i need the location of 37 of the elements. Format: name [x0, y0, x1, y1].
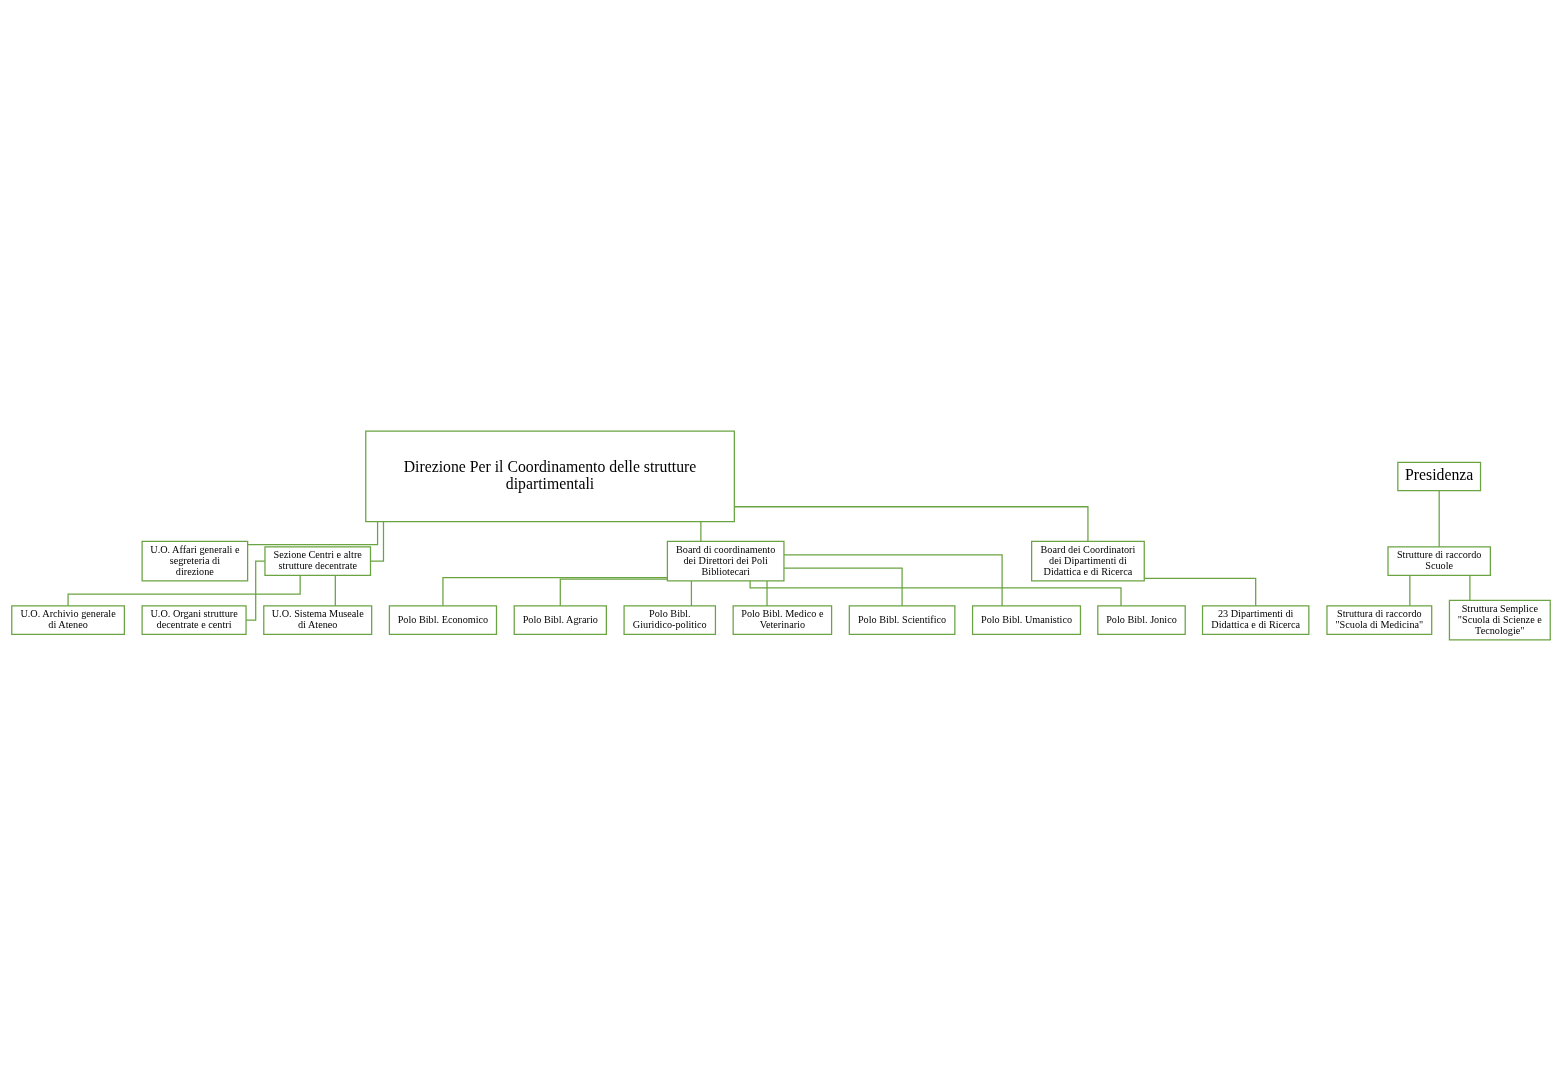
- connector: [733, 506, 1089, 542]
- node-box: Presidenza: [1397, 461, 1482, 492]
- node-box: Polo Bibl. Umanistico: [971, 605, 1082, 635]
- node-box: Polo Bibl. Medico e Veterinario: [732, 605, 833, 635]
- connector: [67, 574, 301, 607]
- connector: [766, 580, 768, 607]
- node-box: Direzione Per il Coordinamento delle strutture dipartimentali: [365, 430, 735, 523]
- connector: [245, 560, 266, 621]
- node-box: U.O. Archivio generale di Ateneo: [11, 605, 125, 635]
- node-box: U.O. Affari generali e segreteria di direzione: [141, 540, 249, 582]
- connector: [783, 567, 903, 607]
- node-box: Strutture di raccordo Scuole: [1387, 546, 1491, 576]
- node-box: Polo Bibl. Giuridico-politico: [623, 605, 717, 635]
- node-box: Struttura di raccordo "Scuola di Medicina": [1326, 605, 1433, 635]
- connector: [690, 580, 693, 607]
- connector: [1469, 574, 1471, 602]
- connector: [1409, 574, 1411, 607]
- connector: [442, 577, 668, 607]
- node-box: Polo Bibl. Agrario: [513, 605, 607, 635]
- connector: [369, 521, 385, 562]
- connector: [334, 574, 336, 607]
- node-box: Polo Bibl. Economico: [388, 605, 498, 635]
- connector: [783, 554, 1003, 607]
- node-box: Struttura Semplice "Scuola di Scienze e Tecnologie": [1448, 599, 1551, 641]
- node-box: Polo Bibl. Jonico: [1097, 605, 1186, 635]
- node-box: U.O. Organi strutture decentrate e centri: [141, 605, 247, 635]
- connector: [1143, 577, 1257, 607]
- node-box: Sezione Centri e altre strutture decentrate: [264, 546, 372, 576]
- node-box: Board di coordinamento dei Direttori dei Poli Bibliotecari: [666, 540, 785, 582]
- node-box: Board dei Coordinatori dei Dipartimenti di Didattica e di Ricerca: [1031, 540, 1145, 582]
- node-box: Polo Bibl. Scientifico: [848, 605, 956, 635]
- connector: [559, 578, 668, 607]
- connector: [247, 521, 379, 546]
- connector: [700, 521, 702, 542]
- node-box: 23 Dipartimenti di Didattica e di Ricerca: [1201, 605, 1310, 635]
- connector: [1438, 490, 1440, 548]
- node-box: U.O. Sistema Museale di Ateneo: [263, 605, 373, 635]
